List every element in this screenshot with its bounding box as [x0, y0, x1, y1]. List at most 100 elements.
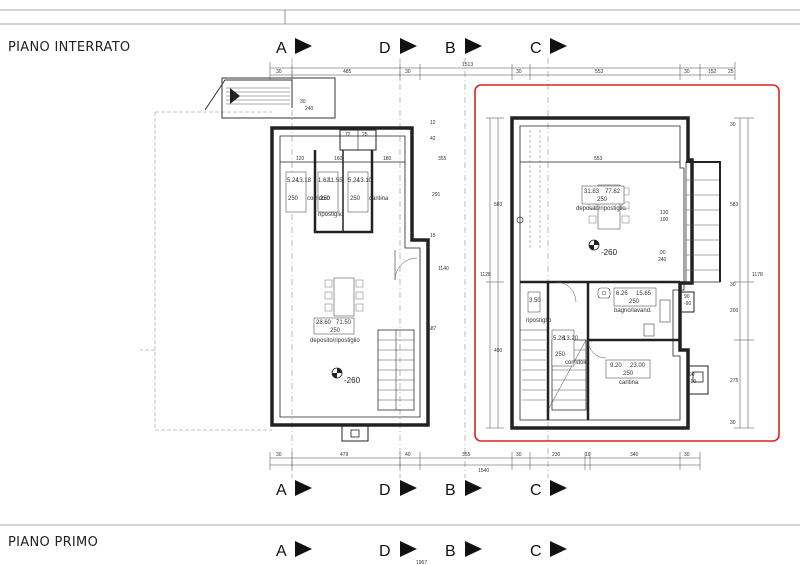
dim-label: -90 — [684, 301, 691, 307]
dim-label: 583 — [730, 202, 739, 208]
dim-label: 90 — [684, 294, 690, 300]
axis-label-c: C — [530, 40, 542, 57]
axis-label-b: B — [445, 482, 456, 499]
room-name: bagno/lavand. — [614, 308, 652, 314]
axis-arrow-icon — [295, 541, 312, 557]
dim-label: 10 — [585, 452, 591, 458]
room-name: ripostiglio — [526, 318, 552, 324]
room-area: 5.24 — [287, 178, 299, 184]
room-height: 250 — [330, 328, 341, 334]
dim-label: 30 — [300, 99, 306, 105]
left-building — [204, 77, 430, 442]
dim-label: 1128 — [480, 272, 491, 278]
axis-arrow-icon — [465, 541, 482, 557]
room-perimeter: 23.00 — [630, 363, 646, 369]
room-name: cantina — [619, 380, 639, 386]
axis-markers-top: A D B C — [276, 38, 567, 57]
axis-arrow-icon — [400, 480, 417, 496]
dim-label: 1513 — [462, 62, 473, 68]
room-area: 31.83 — [584, 189, 600, 195]
axis-arrow-icon — [295, 480, 312, 496]
top-dimension-labels: 1513 30 485 30 30 553 30 152 25 — [276, 62, 734, 75]
dim-label: 340 — [630, 452, 639, 458]
axis-label-d: D — [379, 40, 391, 57]
dim-label: 30 — [276, 69, 282, 75]
level-label: -260 — [344, 376, 361, 385]
dim-label: 72 — [345, 132, 351, 138]
dim-label: 30 — [516, 452, 522, 458]
dim-label: 30 — [730, 420, 736, 426]
dim-label: 130 — [660, 210, 669, 216]
room-name: corridoio — [565, 360, 589, 366]
axis-arrow-icon — [550, 480, 567, 496]
room-area: 28.60 — [316, 320, 332, 326]
room-area: 9.20 — [610, 363, 622, 369]
top-dimension-chain — [269, 62, 736, 80]
dim-label: 120 — [296, 156, 305, 162]
room-perimeter: 13.10 — [357, 178, 373, 184]
dim-label: 200 — [730, 308, 739, 314]
dim-label: 40 — [405, 452, 411, 458]
frame-lines — [0, 9, 800, 526]
dim-label: 291 — [432, 192, 441, 198]
dim-label: 12 — [430, 120, 436, 126]
dim-label: 30 — [684, 69, 690, 75]
highlight-frame — [474, 84, 780, 442]
axis-label-d: D — [379, 482, 391, 499]
axis-arrow-icon — [465, 480, 482, 496]
room-height: 250 — [597, 197, 608, 203]
level-label: -260 — [601, 248, 618, 257]
dim-label: 355 — [462, 452, 471, 458]
axis-arrow-icon — [465, 38, 482, 54]
room-area: 5.24 — [348, 178, 360, 184]
dim-label: 240 — [658, 257, 667, 263]
dim-label: 275 — [730, 378, 739, 384]
dim-label: 553 — [595, 69, 604, 75]
dim-label: 152 — [708, 69, 717, 75]
right-building — [486, 116, 754, 430]
axis-arrow-icon — [295, 38, 312, 54]
axis-arrow-icon — [550, 541, 567, 557]
room-height: 250 — [288, 196, 299, 202]
bottom-dimension-labels: 30 479 40 355 30 230 10 340 30 1540 — [276, 452, 690, 474]
dim-label: 30 — [730, 282, 736, 288]
dim-label: 30 — [516, 69, 522, 75]
basement-title: PIANO INTERRATO — [8, 40, 131, 55]
axis-arrow-icon — [400, 38, 417, 54]
dim-label: 1140 — [438, 266, 449, 272]
dim-label: 30 — [276, 452, 282, 458]
dim-label: 553 — [594, 156, 603, 162]
dim-label: 485 — [343, 69, 352, 75]
first-floor-title: PIANO PRIMO — [8, 535, 99, 550]
dim-label: 30 — [405, 69, 411, 75]
dim-label: 100 — [660, 217, 669, 223]
dim-label: 230 — [552, 452, 561, 458]
axis-label-a: A — [276, 482, 287, 499]
room-height: 250 — [350, 196, 361, 202]
room-area: 5.28 — [553, 336, 565, 342]
room-name: cantina — [369, 196, 389, 202]
dim-label: 180 — [383, 156, 392, 162]
room-area: 3.50 — [529, 298, 541, 304]
dim-label: 240 — [305, 106, 314, 112]
room-area: 1.62 — [318, 178, 330, 184]
axis-label-a: A — [276, 543, 287, 560]
axis-markers-first-floor: A D B C — [276, 541, 567, 560]
axis-arrow-icon — [400, 541, 417, 557]
room-name: deposito/ripostiglio — [310, 338, 360, 344]
room-name: corridoio — [307, 196, 331, 202]
dim-label: 1540 — [478, 468, 489, 474]
axis-label-a: A — [276, 40, 287, 57]
dim-label: 355 — [438, 156, 447, 162]
dim-label: 30 — [730, 122, 736, 128]
room-perimeter: 15.65 — [636, 291, 652, 297]
dim-label: 1178 — [752, 272, 763, 278]
axis-label-b: B — [445, 543, 456, 560]
axis-label-c: C — [530, 482, 542, 499]
room-perimeter: 13.18 — [296, 178, 312, 184]
room-area: 6.26 — [616, 291, 628, 297]
axis-label-c: C — [530, 543, 542, 560]
room-perimeter: 77.82 — [605, 189, 621, 195]
room-height: 250 — [623, 371, 634, 377]
room-perimeter: 71.50 — [336, 320, 352, 326]
